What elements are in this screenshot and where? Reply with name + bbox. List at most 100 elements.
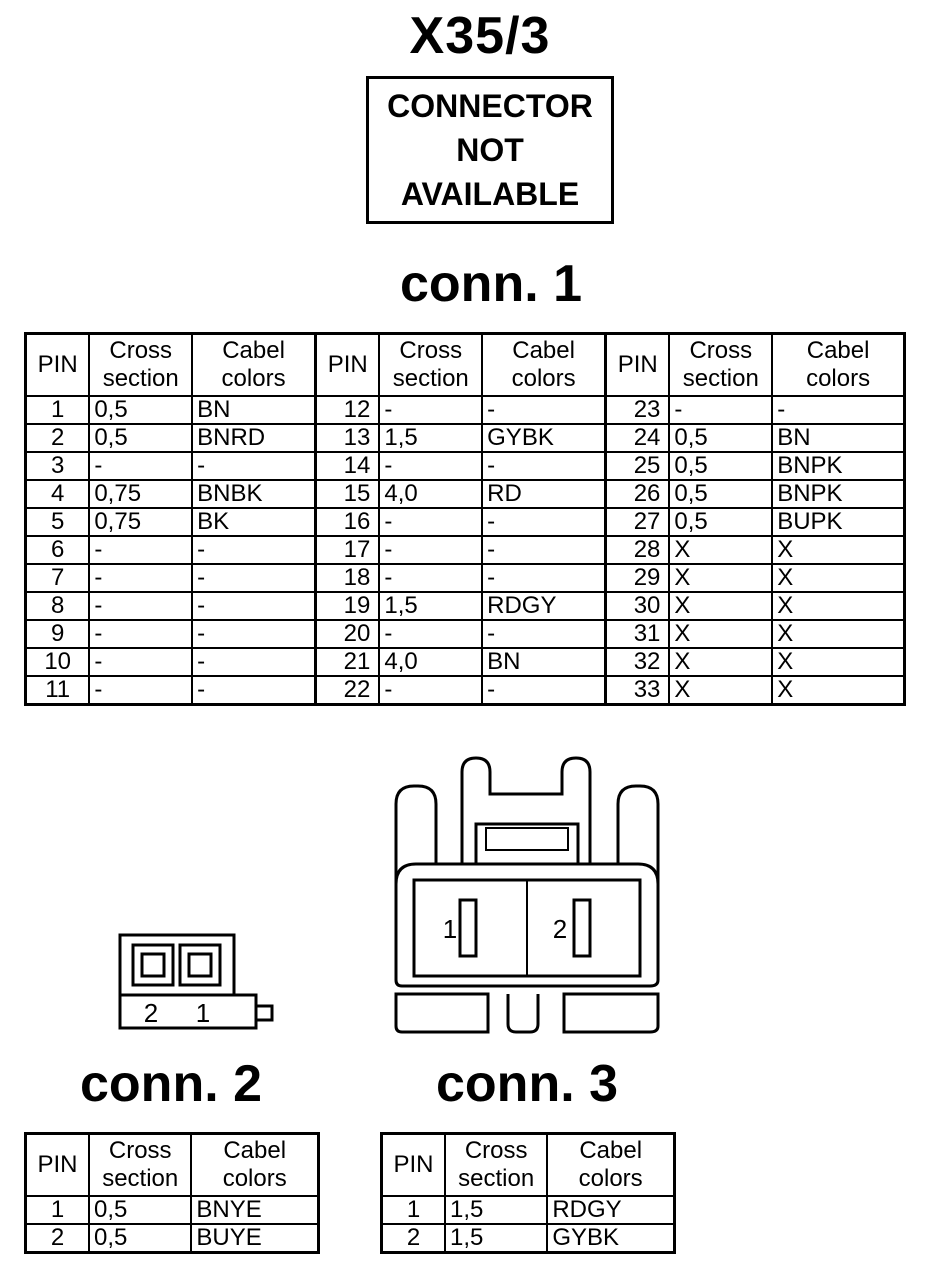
cell-pin: 2 [24,1223,91,1254]
cell-cabel-color: GYBK [481,423,607,453]
cell-cross-section: X [668,591,774,621]
conn2-pin-label: 2 [144,998,158,1028]
cell-cross-section: 0,5 [88,1195,193,1225]
cell-cross-section: 0,5 [88,423,194,453]
cell-cross-section: 4,0 [378,647,484,677]
cell-cross-section: X [668,563,774,593]
cell-cabel-color: - [191,647,317,677]
cell-cross-section: 0,5 [668,507,774,537]
cell-cabel-color: - [191,563,317,593]
conn2-heading: conn. 2 [80,1055,263,1113]
cell-cabel-color: - [481,535,607,565]
cell-pin: 19 [314,591,381,621]
cell-pin: 26 [604,479,671,509]
cell-cabel-color: RD [481,479,607,509]
header-pin: PIN [380,1132,446,1197]
cell-pin: 13 [314,423,381,453]
conn2-pin-label: 1 [196,998,210,1028]
cell-cabel-color: BNPK [771,451,906,481]
cell-cabel-color: BNBK [191,479,317,509]
cell-cross-section: - [378,395,484,425]
cell-cabel-color: BNYE [190,1195,320,1225]
cell-pin: 1 [24,395,91,425]
cell-pin: 32 [604,647,671,677]
cell-cabel-color: - [481,563,607,593]
cell-pin: 10 [24,647,91,677]
cell-cabel-color: - [481,507,607,537]
cell-cabel-color: - [481,395,607,425]
cell-pin: 33 [604,675,671,706]
cell-cross-section: - [378,535,484,565]
cell-cabel-color: X [771,535,906,565]
cell-cross-section: 0,5 [88,395,194,425]
cell-cabel-color: - [191,591,317,621]
cell-cabel-color: - [191,535,317,565]
cell-pin: 9 [24,619,91,649]
cell-cabel-color: GYBK [546,1223,676,1254]
cell-cross-section: - [88,535,194,565]
header-pin: PIN [314,332,381,397]
cell-pin: 25 [604,451,671,481]
cell-cross-section: 0,75 [88,479,194,509]
cell-cross-section: X [668,535,774,565]
cell-cross-section: - [88,563,194,593]
conn1-heading: conn. 1 [400,255,583,313]
cell-pin: 2 [24,423,91,453]
cell-cross-section: 1,5 [378,591,484,621]
cell-cabel-color: BK [191,507,317,537]
header-pin: PIN [604,332,671,397]
cell-pin: 1 [380,1195,446,1225]
cell-pin: 2 [380,1223,446,1254]
cell-pin: 20 [314,619,381,649]
cell-cabel-color: BUPK [771,507,906,537]
cell-pin: 7 [24,563,91,593]
header-pin: PIN [24,1132,91,1197]
cell-cross-section: 1,5 [443,1223,549,1254]
cell-cabel-color: RDGY [546,1195,676,1225]
cell-cross-section: 0,5 [88,1223,193,1254]
conn3-pin-label: 1 [443,914,457,944]
cell-cross-section: - [378,507,484,537]
cell-cabel-color: - [191,451,317,481]
cell-cabel-color: - [771,395,906,425]
cell-cabel-color: BUYE [190,1223,320,1254]
header-pin: PIN [24,332,91,397]
cell-cabel-color: BN [771,423,906,453]
cell-pin: 17 [314,535,381,565]
cell-cabel-color: X [771,563,906,593]
cell-cabel-color: - [191,675,317,706]
cell-pin: 11 [24,675,91,706]
cell-cabel-color: BN [191,395,317,425]
cell-pin: 15 [314,479,381,509]
cell-pin: 14 [314,451,381,481]
cell-cross-section: - [88,451,194,481]
cell-cabel-color: X [771,619,906,649]
connector-not-available-notice: CONNECTOR NOT AVAILABLE [366,76,614,224]
cell-cabel-color: RDGY [481,591,607,621]
conn3-heading: conn. 3 [436,1055,619,1113]
cell-cross-section: - [88,591,194,621]
page-title: X35/3 [409,7,551,65]
cell-pin: 12 [314,395,381,425]
cell-cross-section: - [88,675,194,706]
cell-pin: 24 [604,423,671,453]
